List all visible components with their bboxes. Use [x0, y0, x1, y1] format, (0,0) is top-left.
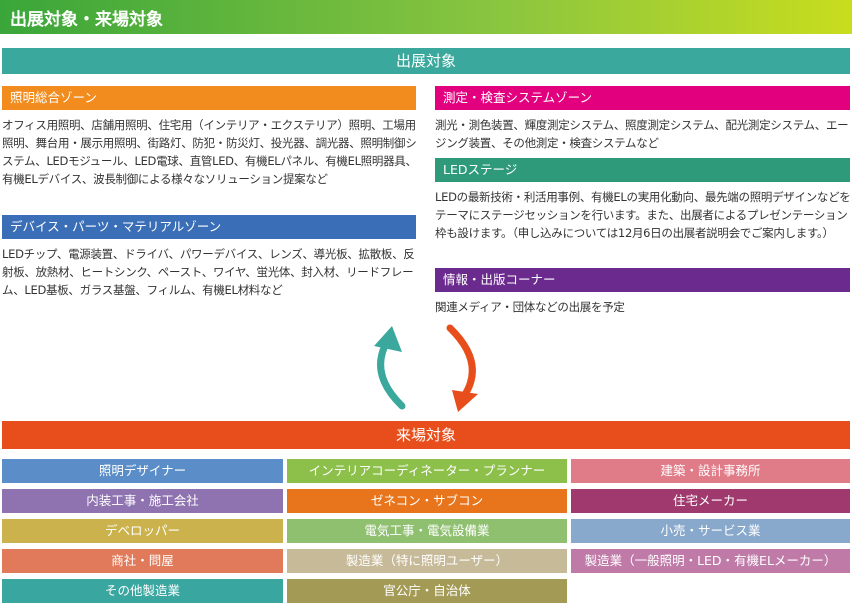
- visitor-cell: その他製造業: [2, 579, 283, 603]
- zone-info-header: 情報・出版コーナー: [435, 268, 850, 292]
- zone-led-stage-text: LEDの最新技術・利活用事例、有機ELの実用化動向、最先端の照明デザインなどをテ…: [435, 190, 851, 240]
- visitor-cell: 商社・問屋: [2, 549, 283, 573]
- visitor-cell: 住宅メーカー: [571, 489, 850, 513]
- visitor-cell: 内装工事・施工会社: [2, 489, 283, 513]
- zone-devices-text: LEDチップ、電源装置、ドライバ、パワーデバイス、レンズ、導光板、拡散板、反射板…: [2, 247, 415, 297]
- visitor-cell: 建築・設計事務所: [571, 459, 850, 483]
- zone-lighting-text: オフィス用照明、店舗用照明、住宅用（インテリア・エクステリア）照明、工場用照明、…: [2, 118, 417, 186]
- visitor-cell: 官公庁・自治体: [287, 579, 567, 603]
- visitor-cell: 照明デザイナー: [2, 459, 283, 483]
- visitor-cell: インテリアコーディネーター・プランナー: [287, 459, 567, 483]
- cycle-arrows-icon: [374, 324, 478, 412]
- zone-led-stage-header: LEDステージ: [435, 158, 850, 182]
- up-arrow-icon: [374, 326, 402, 352]
- zone-lighting-header: 照明総合ゾーン: [2, 86, 416, 110]
- visitor-cell: デベロッパー: [2, 519, 283, 543]
- zone-info-text: 関連メディア・団体などの出展を予定: [435, 300, 625, 314]
- visitor-cell: 製造業（特に照明ユーザー）: [287, 549, 567, 573]
- down-arrow-icon: [452, 390, 478, 412]
- page-title: 出展対象・来場対象: [10, 10, 163, 30]
- zone-measurement-header: 測定・検査システムゾーン: [435, 86, 850, 110]
- zone-measurement-text: 測光・測色装置、輝度測定システム、照度測定システム、配光測定システム、エージング…: [435, 118, 849, 150]
- visitor-cell: 電気工事・電気設備業: [287, 519, 567, 543]
- exhibit-band: 出展対象: [2, 48, 850, 74]
- visitor-band: 来場対象: [2, 421, 850, 449]
- visitor-cell: 小売・サービス業: [571, 519, 850, 543]
- visitor-cell: 製造業（一般照明・LED・有機ELメーカー）: [571, 549, 850, 573]
- page-header: 出展対象・来場対象: [0, 0, 852, 34]
- zone-devices-header: デバイス・パーツ・マテリアルゾーン: [2, 215, 416, 239]
- visitor-cell: ゼネコン・サブコン: [287, 489, 567, 513]
